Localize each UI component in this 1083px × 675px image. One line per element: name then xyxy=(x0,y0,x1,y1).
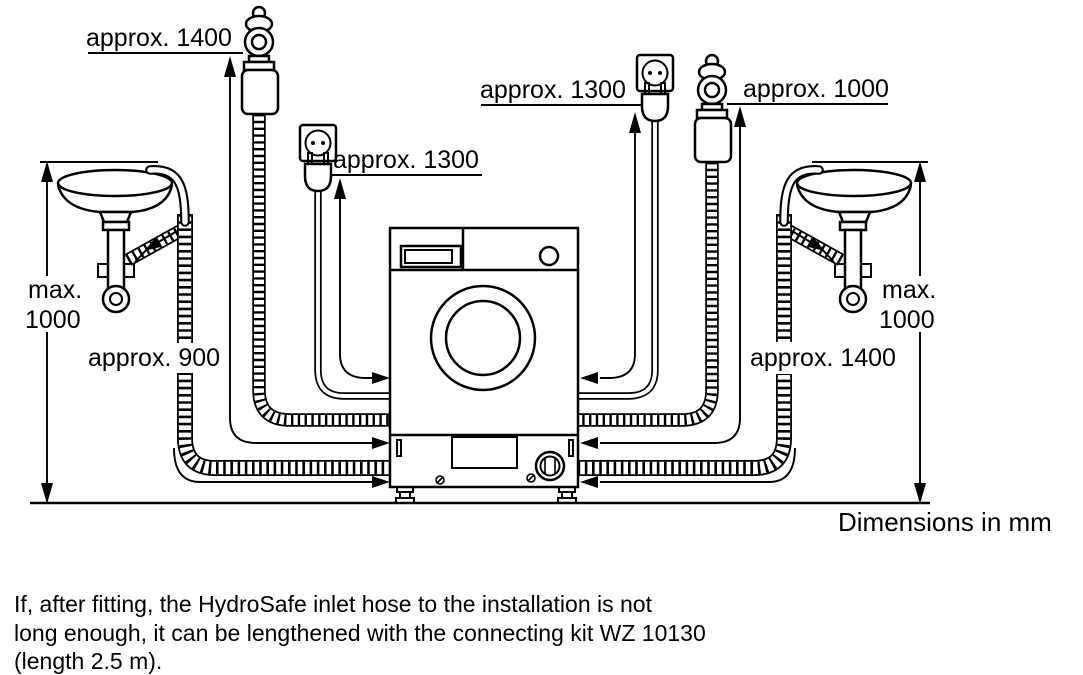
label-drain-right: approx. 1400 xyxy=(746,342,908,374)
screw-right xyxy=(526,473,536,483)
power-cable-left xyxy=(318,191,394,396)
max-height-dimension-left xyxy=(40,161,158,504)
detergent-drawer xyxy=(399,244,463,269)
footnote-line-2: long enough, it can be lengthened with t… xyxy=(14,620,706,646)
siphon-connection-arrow-left xyxy=(134,230,178,263)
program-knob xyxy=(538,245,560,267)
max-height-dimension-right xyxy=(812,161,928,504)
label-max-height-right: max. 1000 xyxy=(878,276,944,334)
label-inlet-right: approx. 1000 xyxy=(727,75,889,105)
washing-machine-front xyxy=(388,226,580,504)
power-plug-center-icon xyxy=(640,82,670,123)
units-note: Dimensions in mm xyxy=(838,507,1052,537)
inlet-right-dimension-arrow xyxy=(580,106,746,449)
footnote-line-3: (length 2.5 m). xyxy=(14,648,162,674)
door-window xyxy=(444,299,522,377)
max-left-value: 1000 xyxy=(25,306,81,334)
sink-left-icon xyxy=(56,168,174,314)
hydrosafe-valve-left xyxy=(240,68,280,116)
drain-left-value: approx. 900 xyxy=(88,344,220,372)
adjustable-foot-left xyxy=(395,486,415,504)
drain-right-value: approx. 1400 xyxy=(750,344,896,372)
power-plug-left-icon xyxy=(303,152,333,193)
socket-center-value: approx. 1300 xyxy=(480,76,626,104)
inlet-right-value: approx. 1000 xyxy=(743,75,889,103)
power-socket-left-icon xyxy=(298,123,338,163)
water-tap-right-icon xyxy=(693,53,733,164)
label-max-height-left: max. 1000 xyxy=(24,276,90,334)
inlet-left-value: approx. 1400 xyxy=(86,24,232,52)
label-inlet-left: approx. 1400 xyxy=(86,24,243,54)
label-socket-center: approx. 1300 xyxy=(480,76,643,106)
screw-left xyxy=(435,475,445,485)
door-outer-ring xyxy=(429,284,537,392)
max-right-value: 1000 xyxy=(879,306,935,334)
adjustable-foot-right xyxy=(557,486,577,504)
socket-left-value: approx. 1300 xyxy=(333,146,479,174)
socket-left-dimension-arrow xyxy=(334,178,390,384)
service-flap xyxy=(451,436,518,469)
max-right-word: max. xyxy=(882,276,936,304)
inlet-left-dimension-arrow xyxy=(224,56,390,449)
water-tap-left-icon xyxy=(240,5,280,116)
drain-left-dimension-arrow xyxy=(173,447,390,488)
power-socket-center-icon xyxy=(635,53,675,93)
footnote-line-1: If, after fitting, the HydroSafe inlet h… xyxy=(14,591,653,617)
drain-right-dimension-arrow xyxy=(580,447,796,488)
socket-center-dimension-arrow xyxy=(580,112,641,384)
hydrosafe-valve-right xyxy=(693,116,733,164)
siphon-connection-arrow-right xyxy=(791,230,835,263)
label-drain-left: approx. 900 xyxy=(84,343,226,373)
label-socket-left: approx. 1300 xyxy=(331,146,482,176)
max-left-word: max. xyxy=(28,276,82,304)
pump-cap xyxy=(534,450,566,482)
power-cable-right xyxy=(576,121,655,396)
footnote: If, after fitting, the HydroSafe inlet h… xyxy=(14,591,706,674)
sink-right-icon xyxy=(795,168,913,314)
